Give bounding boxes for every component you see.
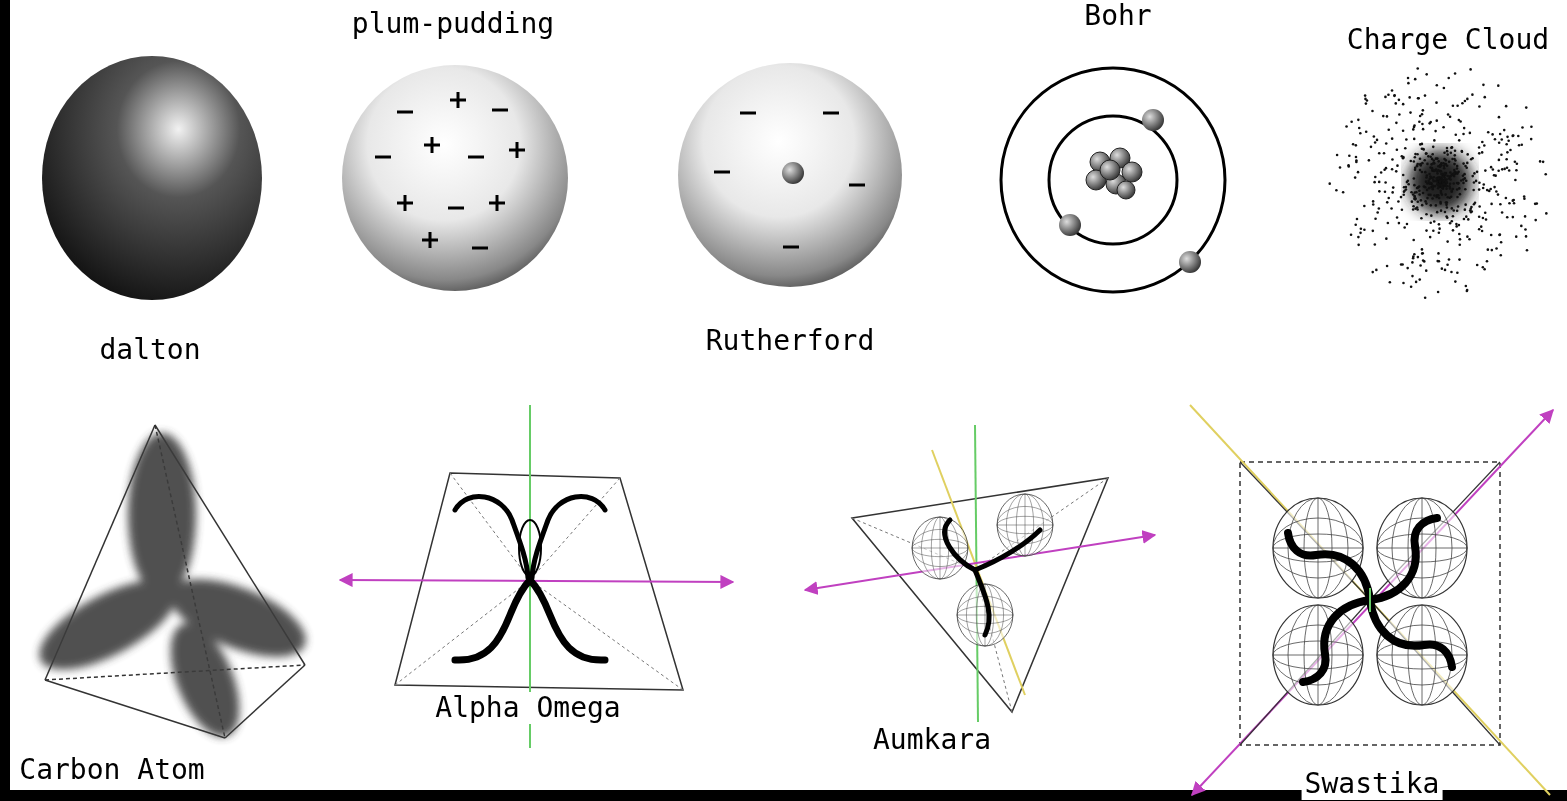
model-label: dalton [96,334,203,366]
model-label: Carbon Atom [16,754,207,786]
model-label: Alpha Omega [432,692,623,724]
model-label: Swastika [1302,768,1443,800]
model-label: Rutherford [703,325,878,357]
model-label: plum-pudding [349,8,557,40]
model-label: Aumkara [870,724,994,756]
model-label: Charge Cloud [1344,24,1552,56]
model-label: Bohr [1081,0,1154,32]
